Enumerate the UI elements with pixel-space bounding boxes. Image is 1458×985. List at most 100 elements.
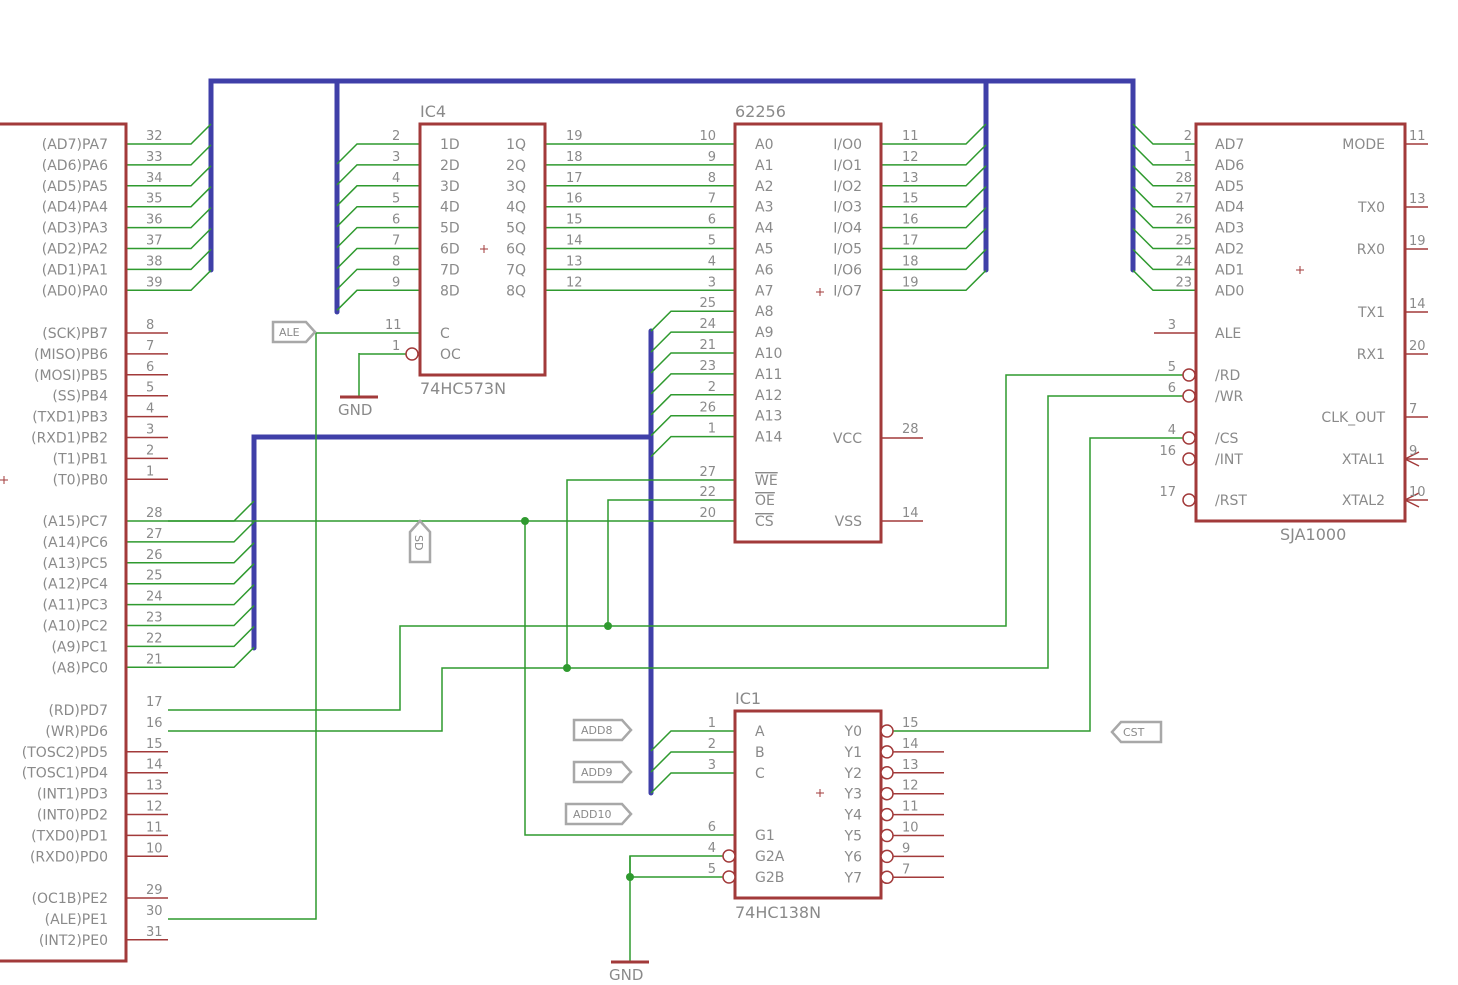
mcu-pin-label: (A14)PC6 bbox=[43, 535, 109, 551]
sram-a-name: A7 bbox=[755, 283, 773, 299]
ic4-q-pin: 19 bbox=[566, 129, 583, 144]
ic4-d-pin: 9 bbox=[392, 275, 400, 290]
ic1-y-pin: 13 bbox=[902, 758, 919, 773]
sram-io-pin: 11 bbox=[902, 129, 919, 144]
sja-left-pin: 16 bbox=[1159, 444, 1176, 459]
sram-ctrl-name: OE bbox=[755, 493, 775, 509]
ic4-q-name: 3Q bbox=[506, 179, 526, 195]
clock-input-mark bbox=[1404, 451, 1420, 467]
sram-addr-bus-wire bbox=[650, 435, 735, 458]
ic4-d-wire bbox=[336, 185, 420, 207]
sram-a-name: A6 bbox=[755, 262, 774, 278]
sram-io-name: I/O1 bbox=[833, 158, 862, 174]
ic1-y-bubble bbox=[880, 828, 894, 843]
sja-right-name: MODE bbox=[1342, 137, 1385, 153]
sram-a-name: A8 bbox=[755, 304, 773, 320]
sram-a-name: A13 bbox=[755, 409, 782, 425]
ic1-y-pin: 15 bbox=[902, 716, 919, 731]
ic4-q-pin: 16 bbox=[566, 192, 583, 207]
port-ale-label: ALE bbox=[279, 326, 300, 339]
ic4-q-name: 2Q bbox=[506, 158, 526, 174]
ic4-q-name: 4Q bbox=[506, 200, 526, 216]
mcu-pin-number: 10 bbox=[146, 841, 163, 856]
sja-right-name: RX1 bbox=[1357, 347, 1385, 363]
sram-io-name: I/O3 bbox=[833, 200, 862, 216]
mcu-pin-number: 1 bbox=[146, 464, 154, 479]
pc7-g1-wire bbox=[524, 521, 735, 836]
sram-a-name: A3 bbox=[755, 200, 773, 216]
sram-ctrl-name: CS bbox=[755, 514, 774, 530]
ic1-y-pin: 14 bbox=[902, 737, 919, 752]
sja-ad-name: AD6 bbox=[1215, 158, 1244, 174]
sja-ad-pin: 25 bbox=[1175, 234, 1192, 249]
mcu-pin-label: (T0)PB0 bbox=[53, 472, 108, 488]
mcu-bus-wire bbox=[126, 604, 255, 627]
ic4-q-pin: 15 bbox=[566, 213, 583, 228]
mcu-bus-wire bbox=[126, 144, 212, 166]
ic1-g-pin: 4 bbox=[708, 841, 716, 856]
ic1-g-bubble bbox=[722, 849, 736, 863]
ic4-d-pin: 3 bbox=[392, 150, 400, 165]
sja-ad-bus-wire bbox=[1132, 123, 1196, 145]
sram-a-pin: 7 bbox=[708, 192, 716, 207]
gnd-symbol-latch: GND bbox=[338, 353, 378, 419]
origin-mark bbox=[816, 288, 824, 296]
mcu-pin-label: (OC1B)PE2 bbox=[32, 891, 108, 907]
mcu-pin-number: 11 bbox=[146, 820, 163, 835]
sja-right-pin: 14 bbox=[1409, 297, 1426, 312]
sja-inv-bubble bbox=[1182, 431, 1196, 445]
sja-ad-pin: 26 bbox=[1175, 213, 1192, 228]
sja-right-pin: 13 bbox=[1409, 192, 1426, 207]
sja-left-name: /CS bbox=[1215, 431, 1238, 447]
port-sd: SD bbox=[408, 519, 432, 564]
mcu-pin-number: 29 bbox=[146, 883, 163, 898]
sja-inv-bubble bbox=[1182, 493, 1196, 507]
origin-mark bbox=[480, 245, 488, 253]
ic4-q-name: 5Q bbox=[506, 221, 526, 237]
ic1-y-bubble bbox=[880, 849, 894, 864]
mcu-pin-label: (MISO)PB6 bbox=[34, 347, 108, 363]
sja-left-pin: 3 bbox=[1168, 318, 1176, 333]
sja-right-pin: 19 bbox=[1409, 234, 1426, 249]
ic4-d-wire bbox=[336, 164, 420, 186]
mcu-bus-wire bbox=[126, 207, 212, 229]
sram-io-pin: 16 bbox=[902, 213, 919, 228]
mcu-pin-label: (INT0)PD2 bbox=[37, 808, 108, 824]
ic1-y-name: Y5 bbox=[844, 829, 862, 845]
mcu-pin-label: (AD4)PA4 bbox=[42, 200, 108, 216]
mcu-pin-number: 8 bbox=[146, 318, 154, 333]
sram-addr-bus-wire bbox=[650, 310, 735, 332]
sram-io-pin: 17 bbox=[902, 234, 919, 249]
mcu-body bbox=[0, 122, 128, 963]
sja-left-name: /WR bbox=[1215, 389, 1244, 405]
sram-io-bus-wire bbox=[881, 207, 987, 229]
mcu-pin-label: (A11)PC3 bbox=[43, 598, 108, 614]
sram-a-pin: 8 bbox=[708, 171, 716, 186]
ic4-d-name: 8D bbox=[440, 283, 460, 299]
ic1-y-bubble bbox=[880, 766, 894, 780]
mcu-pin-label: (AD0)PA0 bbox=[42, 283, 108, 299]
sja-right-pin: 11 bbox=[1409, 129, 1426, 144]
port-cst-label: CST bbox=[1123, 726, 1145, 739]
sja-ad-name: AD4 bbox=[1215, 200, 1244, 216]
ic4-d-wire bbox=[336, 226, 420, 249]
mcu-pin-number: 25 bbox=[146, 569, 163, 584]
sja-ad-pin: 1 bbox=[1184, 150, 1192, 165]
ic1-in-pin: 1 bbox=[708, 716, 716, 731]
mcu-pin-label: (AD7)PA7 bbox=[42, 137, 108, 153]
y0-cs-wire bbox=[893, 437, 1183, 732]
sja-right-name: XTAL1 bbox=[1342, 452, 1385, 468]
mcu-pin-number: 27 bbox=[146, 527, 163, 542]
ic1-y-name: Y2 bbox=[844, 766, 862, 782]
sja-left-name: /RST bbox=[1215, 493, 1247, 509]
sram-a-pin: 23 bbox=[699, 359, 716, 374]
sja-right-pin: 10 bbox=[1409, 485, 1426, 500]
sja-ad-pin: 23 bbox=[1175, 275, 1192, 290]
labels: (AD7)PA732(AD6)PA633(AD5)PA534(AD4)PA435… bbox=[22, 102, 1426, 949]
sja-ad-name: AD5 bbox=[1215, 179, 1244, 195]
mcu-pin-label: (TXD0)PD1 bbox=[31, 828, 108, 844]
pins bbox=[0, 143, 1428, 941]
mcu-pin-number: 2 bbox=[146, 443, 154, 458]
sram-vss-name: VSS bbox=[835, 514, 862, 530]
